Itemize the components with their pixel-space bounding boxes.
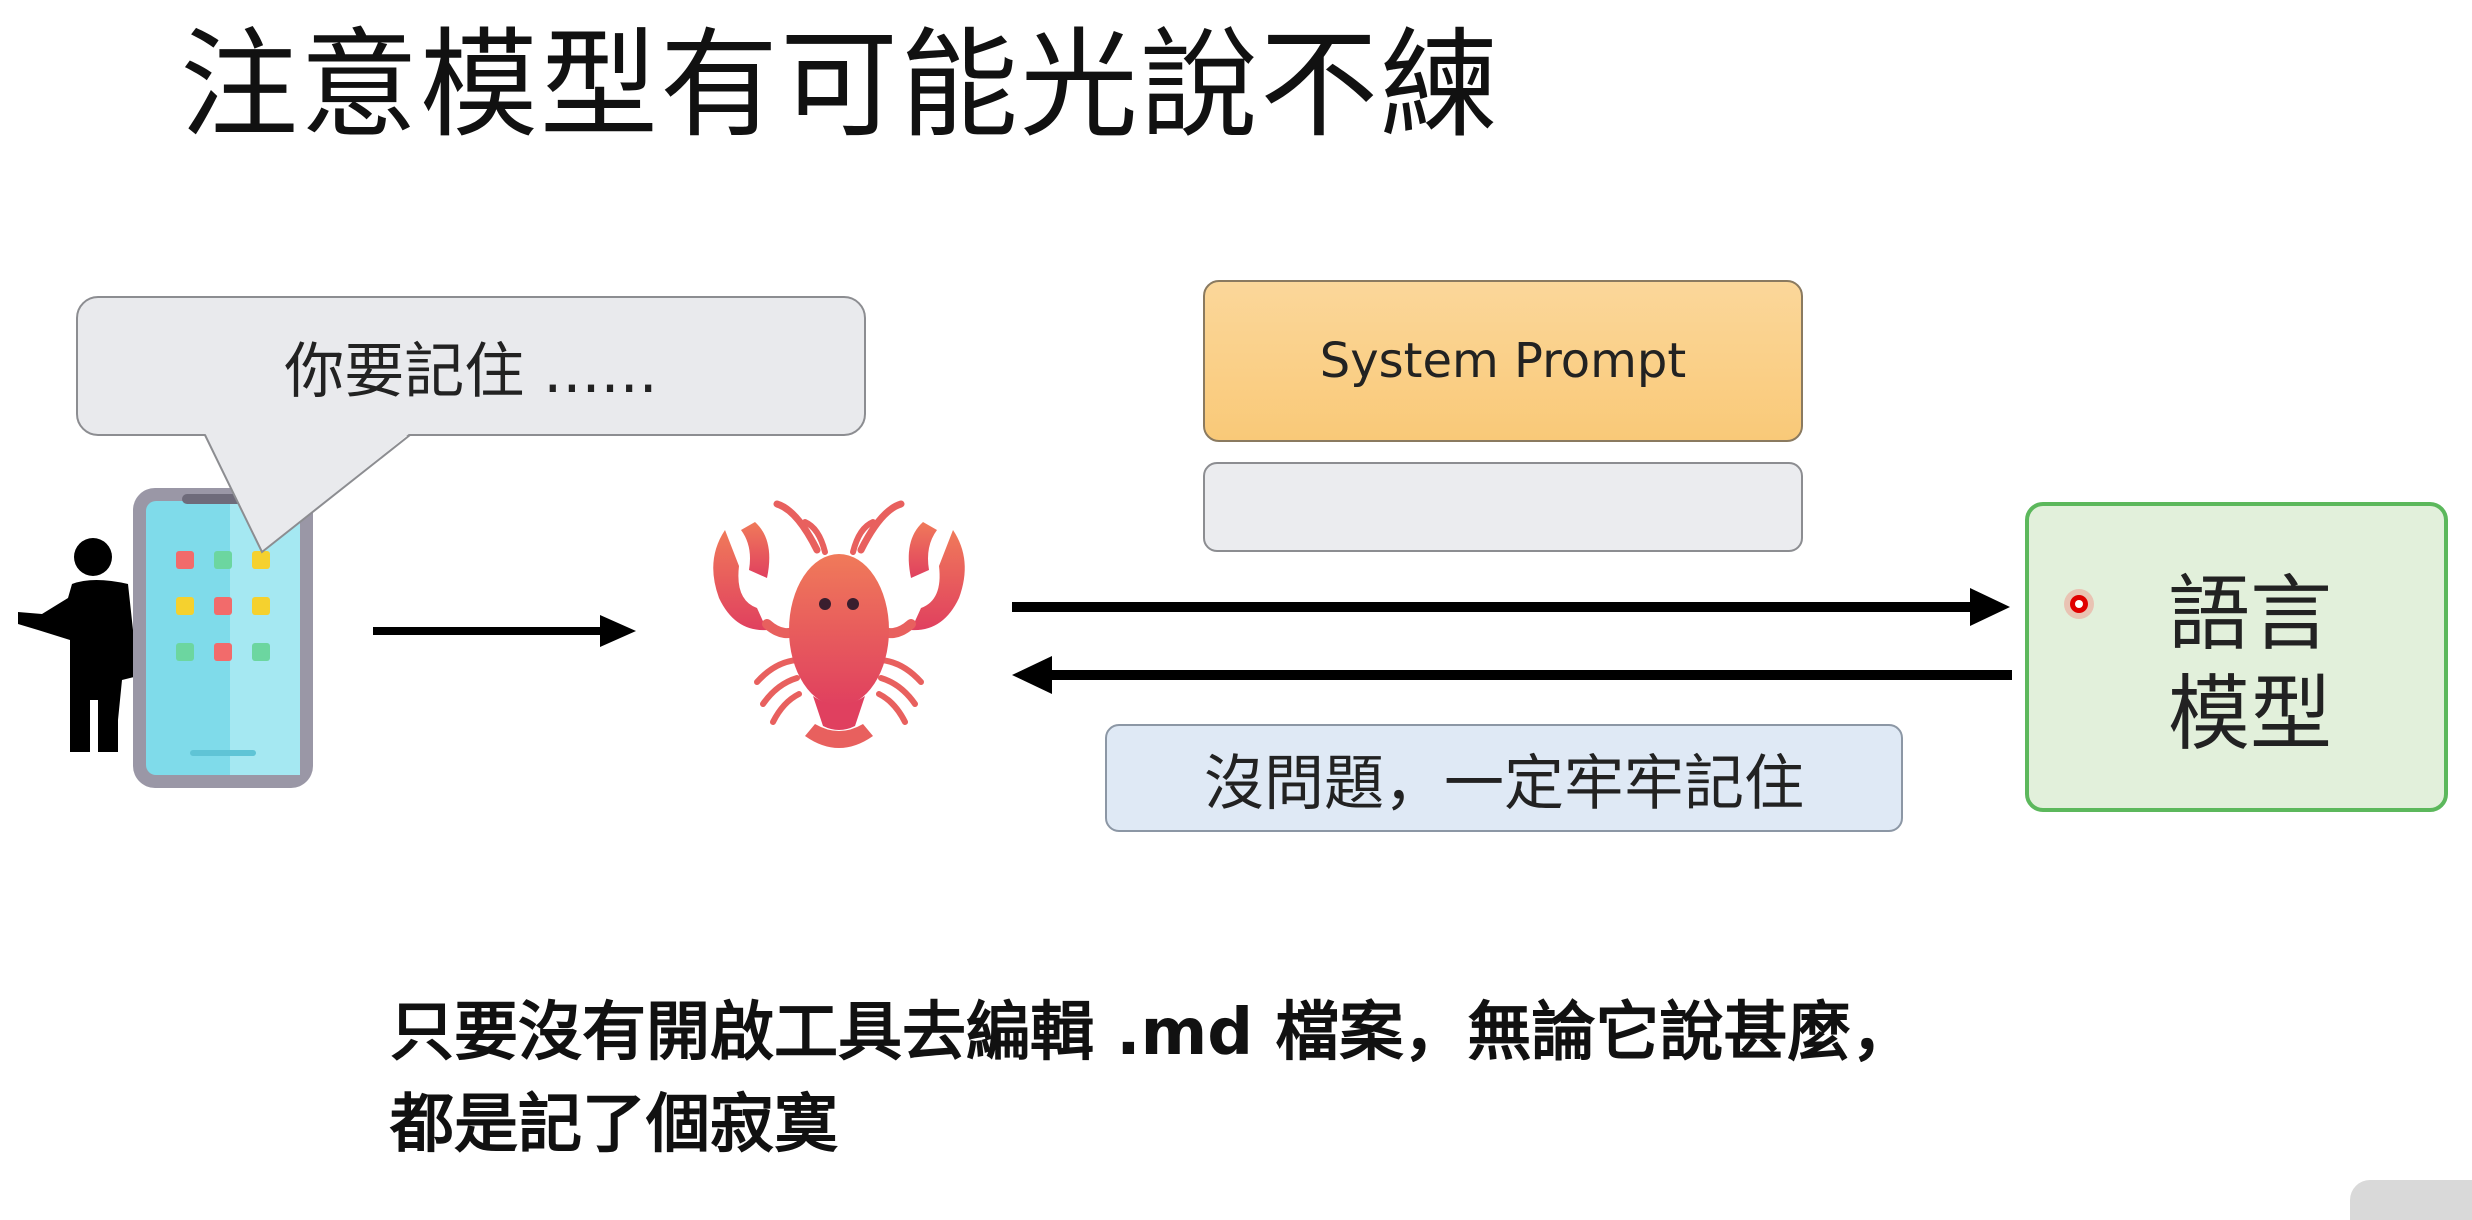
arrow-to-llm — [1012, 588, 2010, 626]
lobster-icon — [713, 500, 965, 748]
bottom-caption: 只要沒有開啟工具去編輯 .md 檔案，無論它說甚麼， 都是記了個寂寞 — [390, 987, 1915, 1171]
reply-text: 沒問題，一定牢牢記住 — [1204, 748, 1804, 819]
player-control-edge — [2350, 1180, 2472, 1220]
person-icon — [18, 538, 138, 752]
empty-context-box — [1203, 462, 1803, 552]
arrow-to-lobster — [373, 615, 636, 647]
language-model-line2: 模型 — [2168, 667, 2333, 762]
system-prompt-label: System Prompt — [1319, 333, 1687, 389]
system-prompt-box: System Prompt — [1203, 280, 1803, 442]
arrow-from-llm — [1012, 656, 2012, 694]
laser-pointer-icon — [2064, 589, 2094, 619]
language-model-label: 語言 模型 — [2168, 565, 2332, 765]
language-model-line1: 語言 — [2168, 567, 2333, 662]
language-model-box — [2025, 502, 2448, 812]
slide-title: 注意模型有可能光說不練 — [180, 16, 1501, 154]
reply-box: 沒問題，一定牢牢記住 — [1105, 724, 1903, 832]
caption-line2: 都是記了個寂寞 — [390, 1088, 838, 1162]
speech-bubble-text: 你要記住 ...... — [284, 336, 658, 407]
caption-line1: 只要沒有開啟工具去編輯 .md 檔案，無論它說甚麼， — [390, 996, 1916, 1070]
speech-bubble: 你要記住 ...... — [76, 296, 866, 436]
